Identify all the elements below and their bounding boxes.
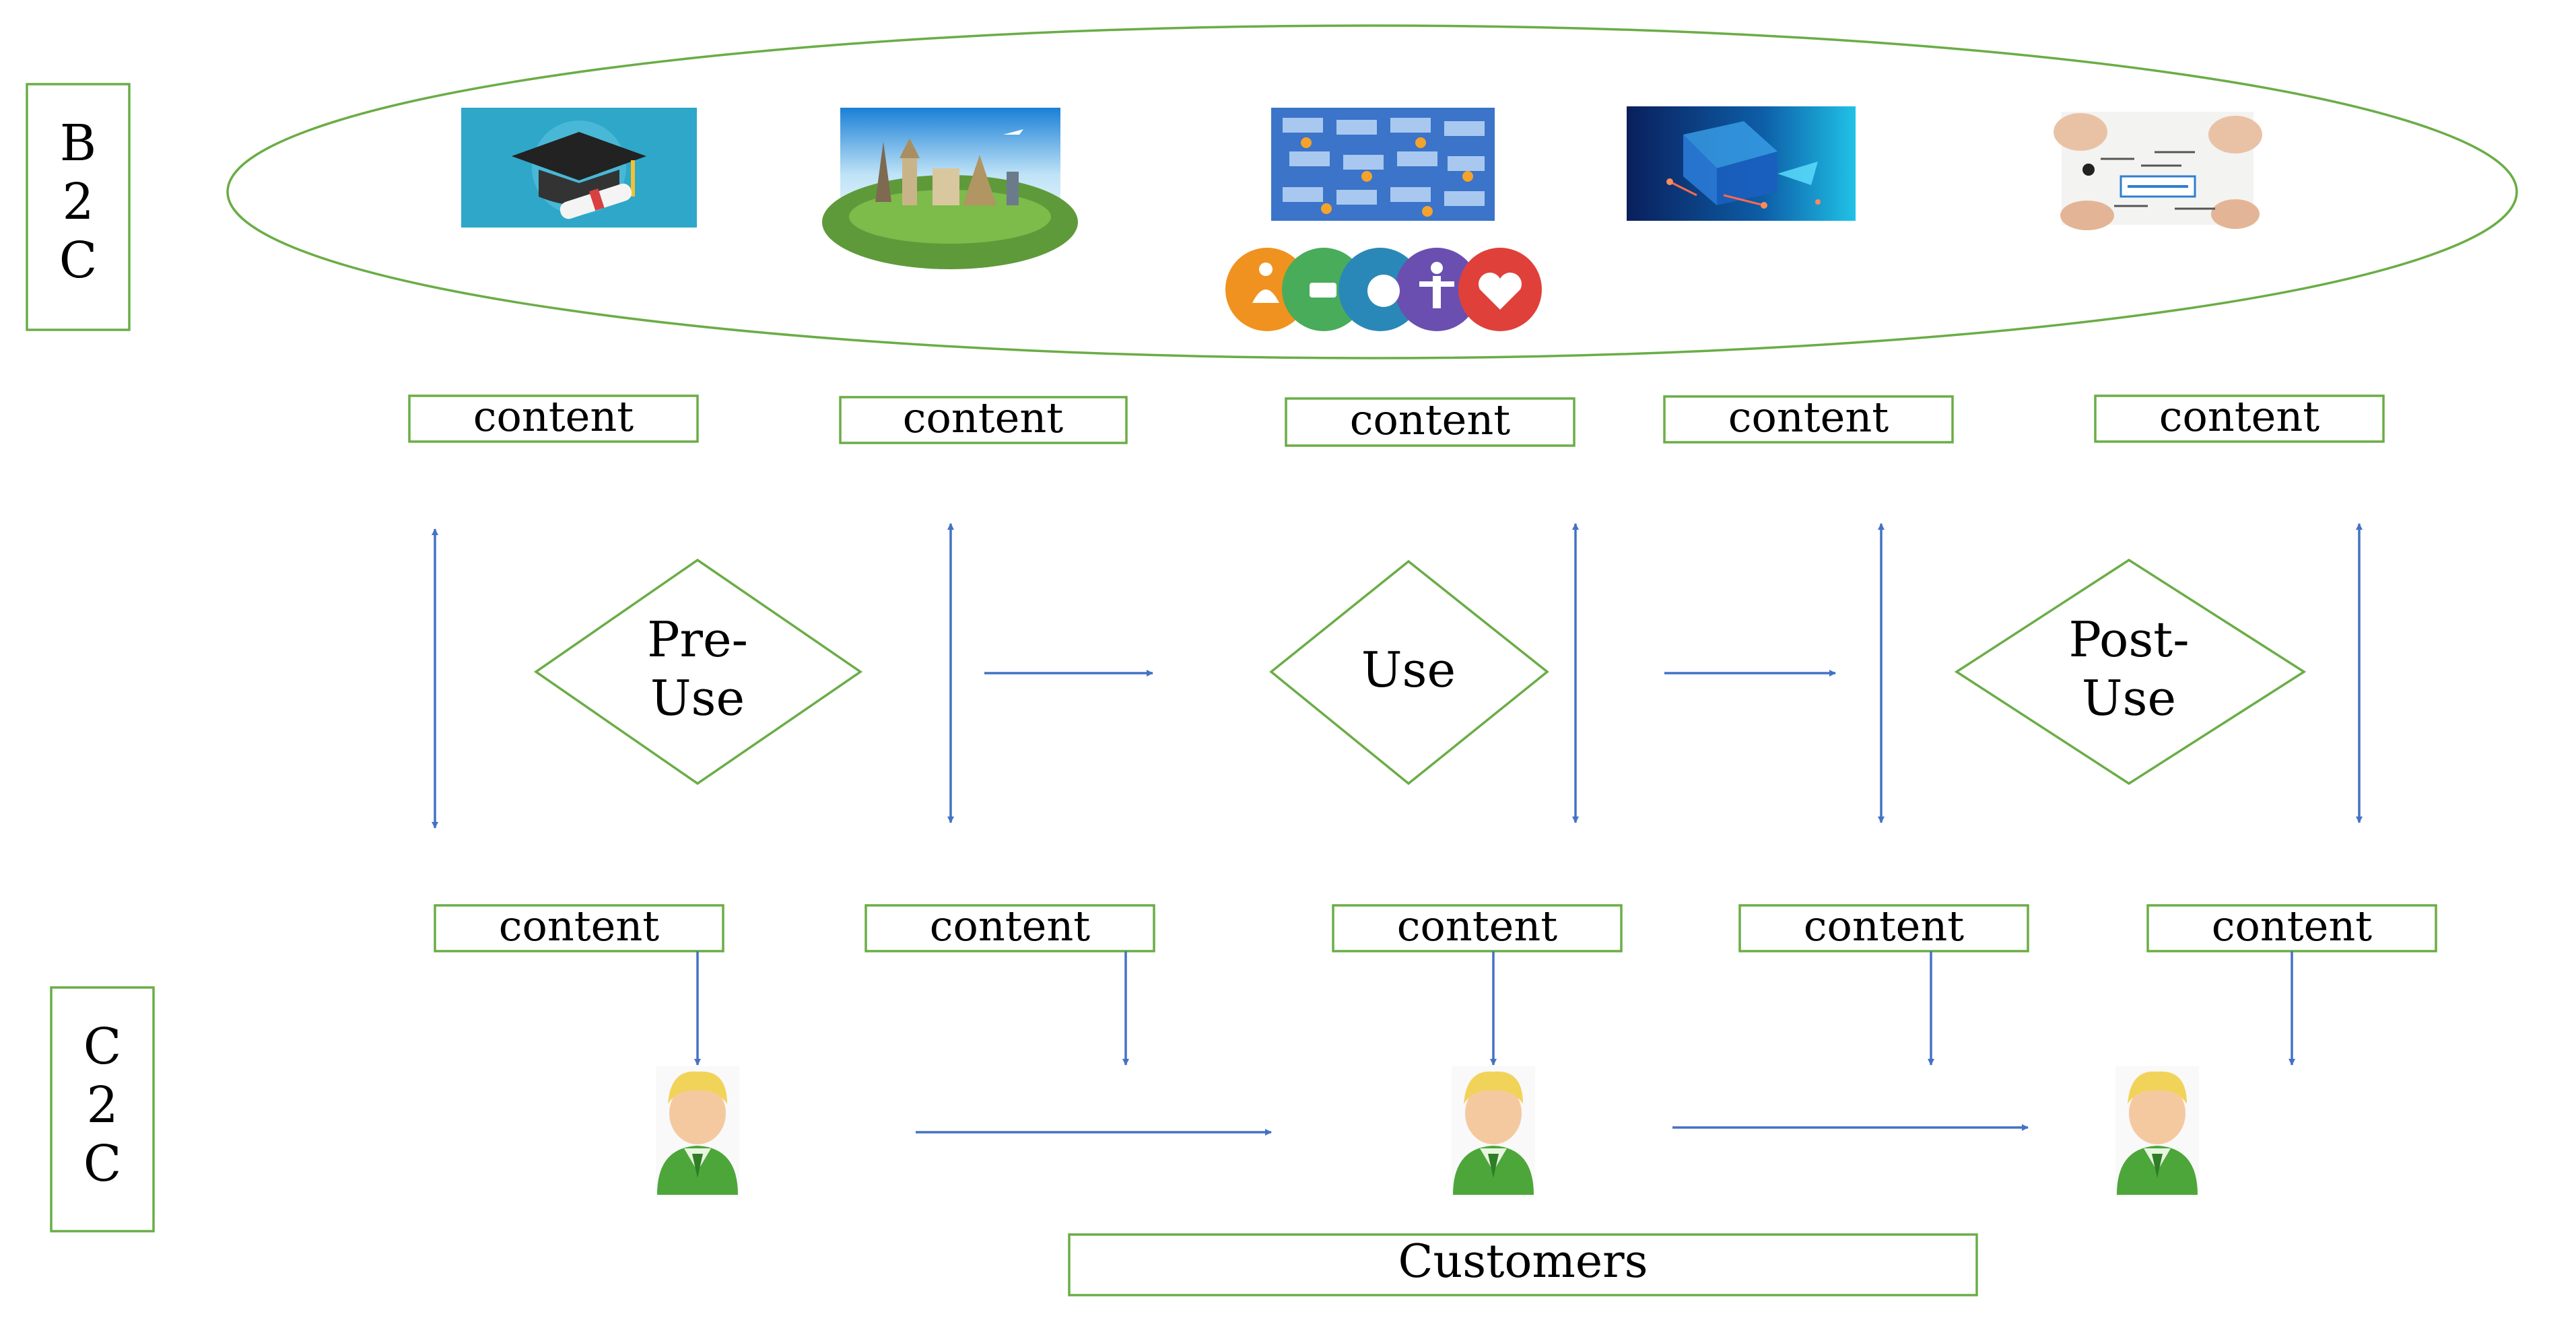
b2c-side-label: B 2 C [26, 83, 131, 331]
wellness-icons-image [1225, 248, 1542, 331]
top-content-box-3: content [1285, 395, 1575, 447]
top-content-label-2: content [903, 393, 1064, 442]
pre-use-stage: Pre- Use [533, 558, 863, 786]
bottom-content-label-1: content [499, 901, 660, 950]
pre-use-line-1: Pre- [647, 611, 748, 668]
b2c-letter-3: C [59, 232, 98, 289]
c2c-letter-2: 2 [86, 1076, 118, 1134]
top-content-box-4: content [1663, 392, 1954, 444]
customer-avatar-icon [656, 1066, 739, 1197]
b2c-letter-2: 2 [62, 173, 94, 231]
bottom-content-box-3: content [1332, 901, 1623, 952]
bottom-content-box-1: content [434, 901, 724, 952]
world-travel-image [822, 108, 1078, 269]
top-content-label-3: content [1350, 395, 1511, 444]
graduation-cap-image [461, 108, 697, 228]
top-content-box-1: content [408, 392, 699, 443]
top-content-label-4: content [1728, 392, 1889, 442]
bottom-content-label-4: content [1804, 901, 1965, 950]
storytelling-image [2054, 112, 2262, 230]
top-content-box-5: content [2094, 392, 2385, 443]
bottom-content-box-2: content [865, 901, 1155, 952]
post-use-stage: Post- Use [1954, 558, 2307, 786]
c2c-side-label: C 2 C [50, 986, 155, 1233]
bottom-content-label-2: content [930, 901, 1091, 950]
digital-tech-image [1627, 106, 1856, 221]
customer-avatar-icon [1452, 1066, 1535, 1197]
customers-label: Customers [1398, 1235, 1648, 1288]
bottom-content-label-5: content [2212, 901, 2373, 950]
use-line-1: Use [1361, 641, 1456, 698]
post-use-line-2: Use [2082, 670, 2176, 726]
bottom-content-box-4: content [1738, 901, 2029, 952]
customers-box: Customers [1068, 1233, 1978, 1296]
bottom-content-box-5: content [2146, 901, 2437, 952]
b2c-letter-1: B [60, 114, 96, 172]
c2c-letter-3: C [83, 1135, 122, 1193]
c2c-letter-1: C [83, 1018, 122, 1076]
smart-factory-image [1271, 108, 1495, 221]
top-content-label-5: content [2159, 392, 2320, 441]
b2c-platform-ellipse [226, 24, 2518, 359]
customer-avatar-icon [2115, 1066, 2199, 1197]
post-use-line-1: Post- [2068, 611, 2189, 668]
bottom-content-label-3: content [1397, 901, 1558, 950]
use-stage: Use [1269, 559, 1549, 786]
top-content-label-1: content [473, 392, 634, 441]
top-content-box-2: content [839, 393, 1128, 444]
pre-use-line-2: Use [650, 670, 745, 726]
